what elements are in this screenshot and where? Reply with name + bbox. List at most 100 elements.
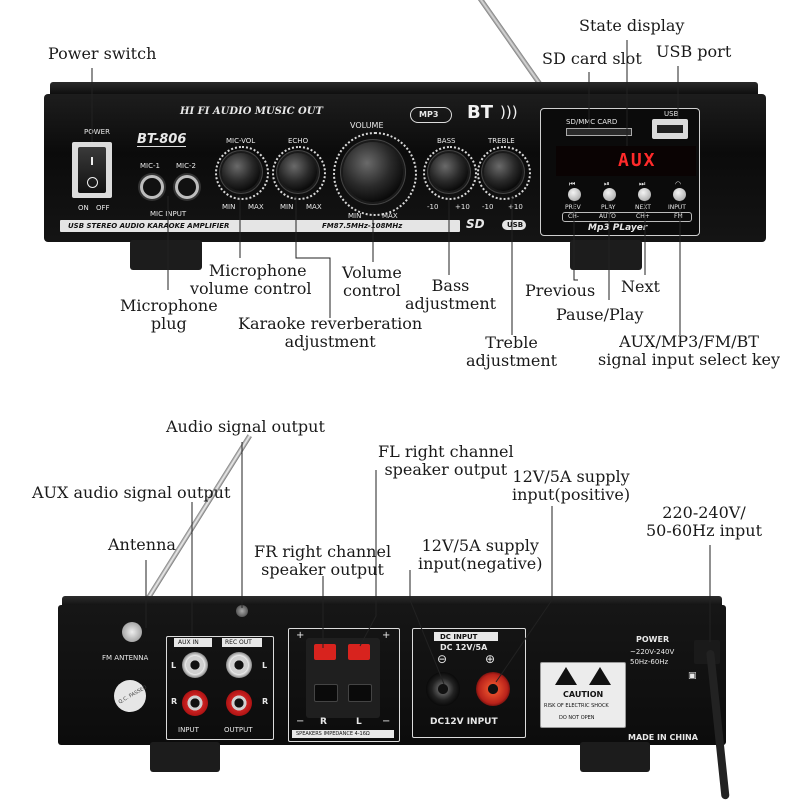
callout-power-switch: Power switch — [48, 44, 157, 63]
usb-label: USB — [664, 110, 679, 118]
callout-state-display: State display — [579, 16, 685, 35]
prev-icon: ⏮ — [569, 180, 576, 188]
rec-out-left-jack[interactable] — [226, 652, 252, 678]
antenna-mount[interactable] — [122, 622, 142, 642]
power-rating-title: POWER — [636, 635, 670, 644]
model-name: BT-806 — [137, 132, 187, 147]
mic2-jack[interactable] — [178, 178, 196, 196]
rec-l-label: L — [262, 661, 268, 670]
callout-fl-right-line2: speaker output — [384, 460, 508, 479]
treble-label: TREBLE — [488, 137, 515, 145]
usb-logo-text: USB — [507, 221, 524, 229]
mic2-label: MIC-2 — [176, 162, 196, 170]
on-label: ON — [78, 204, 89, 212]
input-label: INPUT — [668, 204, 686, 211]
callout-karaoke-line1: Karaoke reverberation — [238, 314, 423, 333]
back-foot-left — [150, 742, 220, 772]
ch-plus-label: CH+ — [636, 213, 650, 220]
volume-ring — [333, 132, 417, 216]
bass-max: +10 — [455, 203, 470, 211]
treble-ring — [477, 146, 531, 200]
volume-knob[interactable] — [343, 142, 403, 202]
dc-negative-terminal[interactable] — [426, 672, 460, 706]
rec-out-label: REC OUT — [225, 639, 252, 646]
callout-supply-positive: 12V/5A supply input(positive) — [512, 468, 630, 504]
callout-treble-line2: adjustment — [466, 351, 558, 370]
callout-volume-line1: Volume — [342, 263, 402, 282]
power-switch[interactable] — [72, 142, 112, 198]
volume-max: MAX — [382, 212, 398, 220]
usb-port[interactable] — [652, 119, 688, 139]
speaker-frame — [288, 628, 400, 742]
aux-in-left-jack[interactable] — [182, 652, 208, 678]
callout-bass-line2: adjustment — [405, 294, 497, 313]
caution-text: CAUTION — [563, 690, 604, 699]
double-insulation-icon: ▣ — [688, 671, 697, 681]
mic-vol-label: MIC-VOL — [226, 137, 256, 145]
fl-black-clip[interactable] — [348, 684, 372, 702]
callout-mic-volume: Microphone volume control — [190, 262, 312, 298]
callout-ac-input-line2: 50-60Hz input — [646, 521, 762, 540]
callout-mic-plug: Microphone plug — [120, 297, 218, 333]
input-select-button[interactable] — [673, 188, 686, 201]
callout-karaoke-line2: adjustment — [284, 332, 376, 351]
front-unit-top — [50, 82, 758, 96]
callout-supply-negative-line1: 12V/5A supply — [421, 536, 539, 555]
aux-in-tag: AUX IN — [174, 638, 212, 647]
mic-volume-knob[interactable] — [222, 153, 260, 191]
dc-input-label: DC INPUT — [440, 633, 478, 641]
callout-bass-line1: Bass — [431, 276, 470, 295]
function-strip — [562, 212, 692, 222]
callout-volume-control: Volume control — [342, 264, 402, 300]
fr-black-clip[interactable] — [314, 684, 338, 702]
sd-card-slot[interactable] — [566, 128, 632, 136]
dc-positive-terminal[interactable] — [476, 672, 510, 706]
do-not-open-text: DO NOT OPEN — [559, 715, 595, 721]
risk-text: RISK OF ELECTRIC SHOCK — [544, 703, 609, 709]
callout-usb-port: USB port — [656, 42, 732, 61]
power-label: POWER — [84, 128, 110, 136]
rec-out-tag: REC OUT — [222, 638, 262, 647]
callout-pause-play: Pause/Play — [556, 305, 644, 324]
callout-fr-right: FR right channel speaker output — [254, 543, 391, 579]
callout-fl-right: FL right channel speaker output — [378, 443, 514, 479]
speaker-r-label: R — [320, 717, 327, 727]
wireless-icon: ))) — [500, 103, 518, 121]
callout-audio-signal-output: Audio signal output — [166, 417, 325, 436]
speaker-impedance-tag: SPEAKERS IMPEDANCE 4-16Ω — [292, 730, 394, 738]
qc-passed-sticker: Q.C. PASSED — [114, 680, 148, 712]
dc12v-input-label: DC12V INPUT — [430, 717, 498, 727]
aux-input-label: INPUT — [178, 726, 199, 734]
mp3-badge: MP3 — [410, 107, 452, 123]
rec-out-right-jack[interactable] — [226, 690, 252, 716]
echo-knob[interactable] — [279, 153, 317, 191]
off-label: OFF — [96, 204, 110, 212]
callout-ac-input: 220-240V/ 50-60Hz input — [646, 504, 762, 540]
fm-label: FM — [674, 213, 683, 220]
fl-red-clip[interactable] — [348, 644, 370, 660]
bass-knob[interactable] — [430, 153, 468, 191]
callout-mic-volume-line2: volume control — [190, 279, 312, 298]
play-pause-button[interactable] — [603, 188, 616, 201]
callout-supply-negative-line2: input(negative) — [418, 554, 543, 573]
sd-logo: SD — [466, 217, 485, 231]
front-foot-left — [130, 240, 202, 270]
mic1-jack[interactable] — [143, 178, 161, 196]
model-strip: USB STEREO AUDIO KARAOKE AMPLIFIER FM87.… — [60, 220, 460, 232]
front-foot-right — [570, 240, 642, 270]
callout-supply-negative: 12V/5A supply input(negative) — [418, 537, 543, 573]
warning-bolt-icon — [555, 667, 577, 685]
rec-output-label: OUTPUT — [224, 726, 253, 734]
prev-button[interactable] — [568, 188, 581, 201]
callout-bass: Bass adjustment — [405, 277, 496, 313]
next-button[interactable] — [638, 188, 651, 201]
fr-red-clip[interactable] — [314, 644, 336, 660]
auto-label: AUTO — [599, 213, 616, 220]
warning-exclamation-icon — [589, 667, 611, 685]
power-freq-label: 50Hz-60Hz — [630, 658, 669, 666]
aux-rec-frame — [166, 636, 274, 740]
treble-knob[interactable] — [484, 153, 522, 191]
sd-card-label: SD/MMC CARD — [566, 118, 618, 126]
aux-in-right-jack[interactable] — [182, 690, 208, 716]
